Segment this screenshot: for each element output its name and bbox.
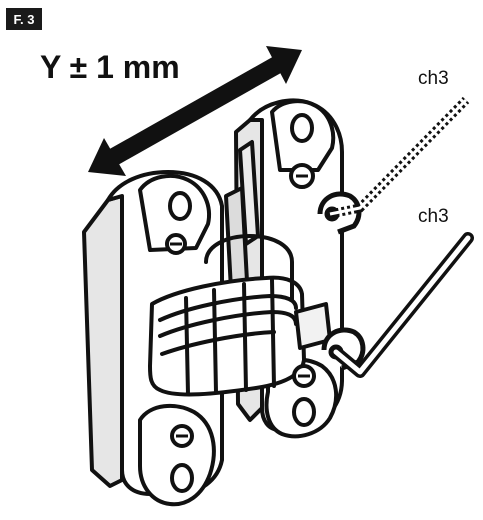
- knuckle-divider-2: [212, 288, 218, 394]
- right-screws: [289, 113, 316, 427]
- tool-label-upper: ch3: [418, 68, 449, 89]
- hinge-icon: [82, 98, 344, 507]
- left-lower-tab: [138, 403, 216, 507]
- screw-hole-icon: [292, 397, 316, 427]
- hex-key-ghost-inner: [329, 98, 468, 216]
- hex-key-icon: [330, 232, 474, 378]
- screw-hole-icon: [168, 191, 192, 221]
- link-arm: [204, 234, 294, 302]
- figure-badge: F. 3: [6, 8, 42, 30]
- figure-badge-box: [6, 8, 42, 30]
- screw-hole-icon: [170, 463, 194, 493]
- screw-hole-icon: [290, 113, 314, 143]
- figure-badge-text: F. 3: [14, 12, 35, 27]
- knuckle-divider-1: [184, 296, 190, 396]
- double-arrow-icon: [88, 46, 302, 176]
- adjustment-label: Y ± 1 mm: [40, 49, 180, 85]
- left-screws: [165, 191, 194, 493]
- knuckle-divider-3: [242, 282, 248, 392]
- left-body-side: [82, 194, 124, 488]
- knuckle-divider-4: [270, 278, 276, 388]
- tool-label-lower: ch3: [418, 206, 449, 227]
